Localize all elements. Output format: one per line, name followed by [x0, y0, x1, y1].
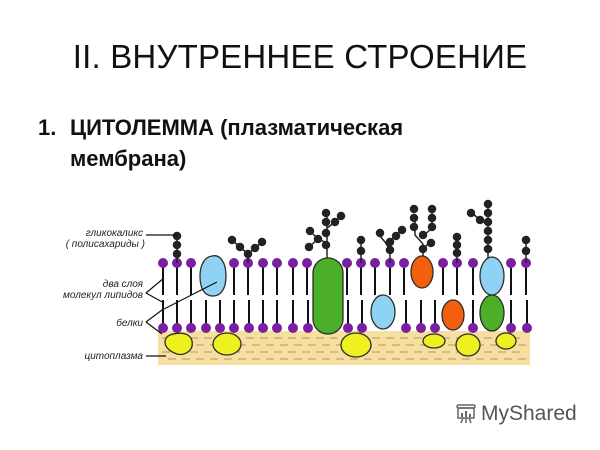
lipid-heads-lower — [158, 323, 532, 333]
label-cytoplasm: цитоплазма — [85, 351, 144, 362]
list-text: ЦИТОЛЕММА (плазматическая мембрана) — [70, 112, 570, 174]
watermark-text: MyShared — [481, 402, 577, 425]
protein-orange-upper — [410, 255, 434, 289]
protein-yellow-2 — [212, 332, 242, 356]
myshared-watermark[interactable]: MyShared — [455, 400, 577, 428]
label-proteins: белки — [116, 317, 143, 329]
list-number: 1. — [38, 115, 57, 140]
glycocalyx-chains — [172, 199, 531, 263]
membrane-proteins — [164, 255, 517, 358]
label-lipid-line1: два слоя — [103, 279, 144, 290]
protein-yellow-1 — [164, 332, 193, 356]
protein-yellow-5 — [455, 333, 481, 357]
lipid-layer-lower — [162, 300, 528, 328]
protein-light-blue-right — [479, 256, 505, 296]
label-polysaccharides: ( полисахариды ) — [66, 239, 145, 250]
protein-light-blue-upper — [199, 255, 227, 297]
leader-lines — [145, 234, 218, 357]
label-glycocalyx: гликокаликс — [86, 228, 143, 239]
protein-yellow-6 — [495, 332, 517, 350]
protein-yellow-3 — [340, 332, 372, 358]
protein-light-blue-lower — [370, 294, 396, 330]
protein-orange-lower — [441, 299, 465, 331]
slide-title: II. ВНУТРЕННЕЕ СТРОЕНИЕ — [72, 38, 528, 75]
protein-green-large — [312, 257, 344, 335]
protein-yellow-4 — [422, 333, 446, 349]
presentation-board-icon — [456, 404, 476, 424]
label-lipid-line2: молекул липидов — [63, 290, 143, 301]
diagram-labels: гликокаликс ( полисахариды ) два слоя мо… — [63, 228, 145, 362]
list-text-line2: мембрана) — [70, 146, 187, 171]
list-text-line1: ЦИТОЛЕММА (плазматическая — [70, 115, 404, 140]
protein-green-right — [479, 294, 505, 332]
